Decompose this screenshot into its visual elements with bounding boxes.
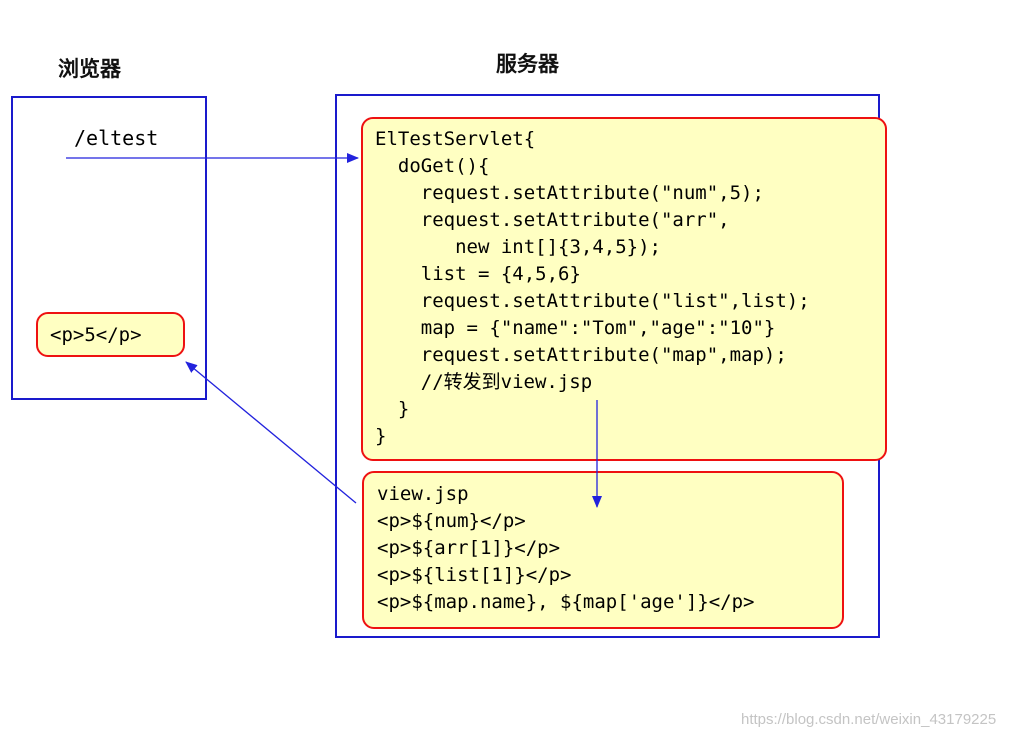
servlet-code-line: request.setAttribute("arr", <box>375 209 730 231</box>
view-jsp-code: view.jsp <p>${num}</p> <p>${arr[1]}</p> <p>… <box>377 481 755 616</box>
view-jsp-box: view.jsp <p>${num}</p> <p>${arr[1]}</p> <p>… <box>362 471 844 629</box>
servlet-code-line: request.setAttribute("num",5); <box>375 182 764 204</box>
servlet-code-line: doGet(){ <box>375 155 490 177</box>
servlet-code-line: request.setAttribute("list",list); <box>375 290 810 312</box>
servlet-code-line: } <box>375 425 387 447</box>
servlet-code-box: ElTestServlet{ doGet(){ request.setAttri… <box>361 117 887 461</box>
servlet-code-line: request.setAttribute("map",map); <box>375 344 787 366</box>
servlet-code-line: ElTestServlet{ <box>375 128 536 150</box>
view-jsp-line: <p>${map.name}, ${map['age']}</p> <box>377 591 755 613</box>
view-jsp-line: view.jsp <box>377 483 469 505</box>
view-jsp-line: <p>${arr[1]}</p> <box>377 537 561 559</box>
servlet-code-line: //转发到view.jsp <box>375 371 593 393</box>
request-path: /eltest <box>74 126 159 150</box>
browser-frame <box>11 96 207 400</box>
response-output: <p>5</p> <box>50 324 142 346</box>
servlet-code-line: list = {4,5,6} <box>375 263 581 285</box>
browser-title: 浏览器 <box>58 57 121 81</box>
watermark: https://blog.csdn.net/weixin_43179225 <box>741 711 997 728</box>
servlet-code: ElTestServlet{ doGet(){ request.setAttri… <box>375 126 810 450</box>
view-jsp-line: <p>${list[1]}</p> <box>377 564 572 586</box>
servlet-code-line: new int[]{3,4,5}); <box>375 236 661 258</box>
servlet-code-line: } <box>375 398 410 420</box>
response-output-box: <p>5</p> <box>36 312 185 357</box>
servlet-code-line: map = {"name":"Tom","age":"10"} <box>375 317 776 339</box>
view-jsp-line: <p>${num}</p> <box>377 510 526 532</box>
response-arrow <box>185 361 357 504</box>
server-title: 服务器 <box>496 52 559 76</box>
